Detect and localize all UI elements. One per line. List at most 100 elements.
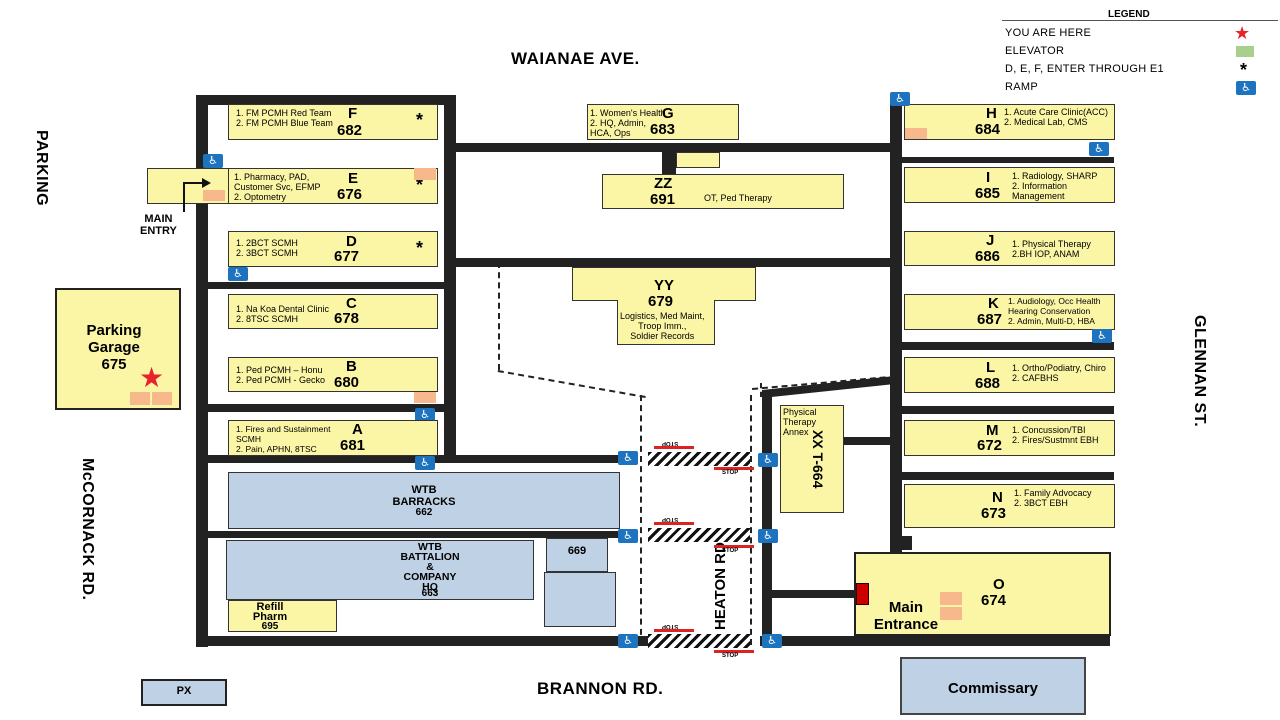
building-f-letter: F xyxy=(348,105,358,122)
building-i-desc: 1. Radiology, SHARP 2. Information Manag… xyxy=(1012,171,1098,201)
main-entry-arrow-line xyxy=(183,182,185,212)
wtb-barracks-name: WTB BARRACKS xyxy=(392,484,456,508)
building-c[interactable] xyxy=(228,294,438,329)
wall-center-spine xyxy=(444,95,456,460)
building-j[interactable] xyxy=(904,231,1115,266)
wheelchair-icon: ♿ xyxy=(203,154,223,168)
parking-garage-name: Parking Garage xyxy=(86,322,142,356)
hall-bottom xyxy=(196,636,650,646)
wheelchair-icon: ♿ xyxy=(762,634,782,648)
legend-ramp: RAMP xyxy=(1005,81,1038,93)
building-j-letter: J xyxy=(986,232,995,249)
building-b[interactable] xyxy=(228,357,438,392)
elevator-marker xyxy=(414,392,436,403)
stop-label: STOP xyxy=(722,653,739,659)
wheelchair-icon: ♿ xyxy=(618,529,638,543)
building-yy-top[interactable] xyxy=(572,267,756,301)
building-h-desc: 1. Acute Care Clinic(ACC) 2. Medical Lab… xyxy=(1004,107,1109,127)
building-h-number: 684 xyxy=(975,121,1001,138)
wheelchair-icon: ♿ xyxy=(228,267,248,281)
street-mccornack: McCORNACK RD. xyxy=(79,458,96,601)
building-a-letter: A xyxy=(352,421,363,438)
building-c-letter: C xyxy=(346,295,357,312)
building-i[interactable] xyxy=(904,167,1115,203)
street-glennan: GLENNAN ST. xyxy=(1191,315,1208,428)
building-m-desc: 1. Concussion/TBI 2. Fires/Sustmnt EBH xyxy=(1012,425,1099,445)
building-h[interactable] xyxy=(904,104,1115,140)
asterisk-icon: * xyxy=(416,110,424,130)
street-brannon: BRANNON RD. xyxy=(537,679,664,698)
main-entrance-label: Main Entrance xyxy=(873,599,939,633)
wheelchair-icon: ♿ xyxy=(415,456,435,470)
building-e-number: 676 xyxy=(337,186,363,203)
wheelchair-icon: ♿ xyxy=(618,634,638,648)
wheelchair-icon: ♿ xyxy=(415,408,435,422)
elevator-marker xyxy=(414,168,436,180)
building-g-number: 683 xyxy=(650,121,676,138)
asterisk-icon: * xyxy=(416,175,424,195)
building-d-desc: 1. 2BCT SCMH 2. 3BCT SCMH xyxy=(236,238,298,258)
building-i-number: 685 xyxy=(975,185,1001,202)
building-k-number: 687 xyxy=(977,311,1003,328)
building-n-letter: N xyxy=(992,489,1003,506)
building-c-number: 678 xyxy=(334,310,360,327)
building-xx[interactable] xyxy=(780,405,844,513)
building-g-desc: 1. Women's Health 2. HQ, Admin, HCA, Ops xyxy=(590,108,666,138)
stop-label: STOP xyxy=(662,516,679,522)
building-k[interactable] xyxy=(904,294,1115,330)
building-o[interactable] xyxy=(854,552,1111,636)
parking-garage[interactable] xyxy=(55,288,181,410)
hall-top xyxy=(456,143,902,152)
building-f[interactable] xyxy=(228,104,438,140)
building-m-number: 672 xyxy=(977,437,1003,454)
commissary-building[interactable] xyxy=(900,657,1086,715)
elevator-legend-swatch xyxy=(1236,46,1254,57)
crosswalk xyxy=(648,452,750,466)
hall-right-m xyxy=(902,472,1114,480)
building-d[interactable] xyxy=(228,231,438,267)
building-m[interactable] xyxy=(904,420,1115,456)
elevator-marker xyxy=(905,128,927,139)
wtb-barracks[interactable] xyxy=(228,472,620,529)
building-g[interactable] xyxy=(587,104,739,140)
building-zz-annex xyxy=(676,152,720,168)
wtb-battalion-name: WTB BATTALION & COMPANY HQ xyxy=(400,541,460,593)
building-zz-number: 691 xyxy=(650,191,676,208)
building-e[interactable] xyxy=(228,168,438,204)
building-a[interactable] xyxy=(228,420,438,456)
street-heaton: HEATON RD xyxy=(712,542,729,630)
wheelchair-icon: ♿ xyxy=(618,451,638,465)
wheelchair-icon: ♿ xyxy=(890,92,910,106)
dashed-path xyxy=(640,395,642,645)
wtb-barracks-number: 662 xyxy=(415,507,433,518)
building-b-number: 680 xyxy=(334,374,360,391)
wheelchair-icon: ♿ xyxy=(1089,142,1109,156)
asterisk-icon: * xyxy=(416,238,424,258)
wheelchair-icon: ♿ xyxy=(758,529,778,543)
building-yy-number: 679 xyxy=(648,293,674,310)
building-xx-desc: Physical Therapy Annex xyxy=(783,407,817,437)
elevator-marker xyxy=(940,607,962,620)
refill-pharm-name: Refill Pharm xyxy=(252,601,288,623)
star-icon: ★ xyxy=(1234,23,1251,43)
building-zz-letter: ZZ xyxy=(654,175,673,192)
building-n-desc: 1. Family Advocacy 2. 3BCT EBH xyxy=(1014,488,1092,508)
building-b-letter: B xyxy=(346,358,357,375)
px-building[interactable] xyxy=(141,679,227,706)
building-yy-letter: YY xyxy=(654,277,675,294)
building-xx-label: XX T-664 xyxy=(810,430,826,489)
building-f-desc: 1. FM PCMH Red Team 2. FM PCMH Blue Team xyxy=(236,108,333,128)
stop-line xyxy=(714,467,754,470)
legend-enter-through: D, E, F, ENTER THROUGH E1 xyxy=(1005,63,1164,75)
building-l[interactable] xyxy=(904,357,1115,393)
building-zz[interactable] xyxy=(602,174,844,209)
hall-o-connector xyxy=(772,590,854,598)
wtb-battalion[interactable] xyxy=(226,540,534,600)
elevator-marker xyxy=(130,392,150,405)
building-669[interactable] xyxy=(546,538,608,572)
building-a-number: 681 xyxy=(340,437,366,454)
building-n[interactable] xyxy=(904,484,1115,528)
refill-pharm[interactable] xyxy=(228,600,337,632)
building-f-number: 682 xyxy=(337,122,363,139)
label-parking: PARKING xyxy=(33,130,50,207)
